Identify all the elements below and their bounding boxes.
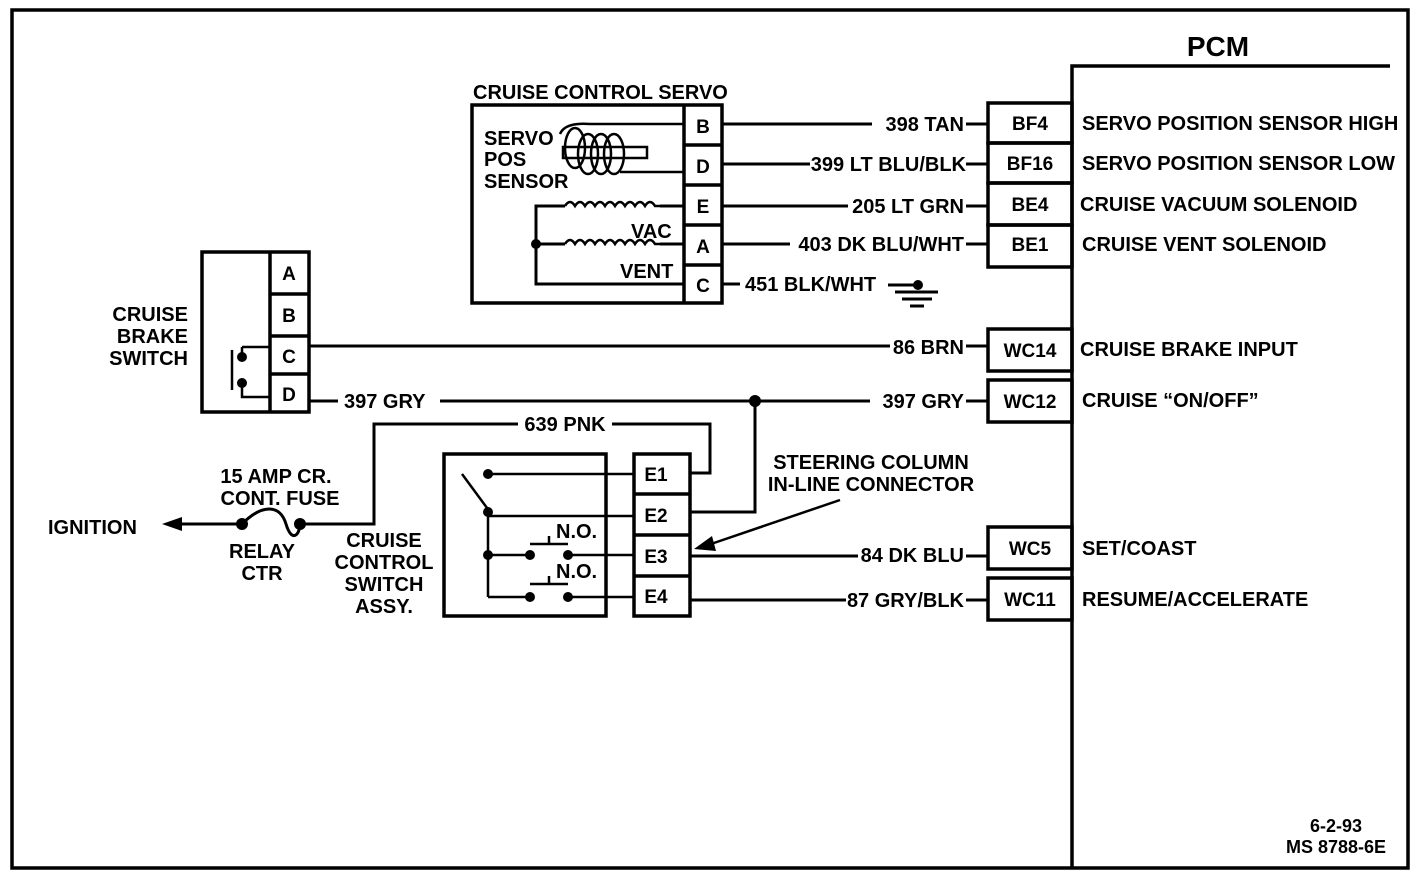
brake-pin-label: B [282,306,296,327]
pcm-pin-wc14: WC14 [986,327,1074,373]
servo-wires: 398 TAN 399 LT BLU/BLK 205 LT GRN 403 DK… [722,114,988,308]
pcm-pin-label: BF16 [1007,154,1053,175]
position-sensor-coil-icon [558,122,684,176]
wire-label: 84 DK BLU [861,545,964,567]
switch-assy-label: CRUISE [346,530,422,552]
servo-pin-label: B [696,117,710,138]
pcm-function-label: RESUME/ACCELERATE [1082,589,1308,611]
connector-callout-label: STEERING COLUMN [773,452,969,474]
fuse-icon [240,507,302,537]
cruise-control-switch-assy: CRUISE CONTROL SWITCH ASSY. N.O. N.O. [335,452,692,618]
wire-label: 397 GRY [882,391,964,413]
pcm-function-label: SET/COAST [1082,538,1196,560]
pcm-pin-be1: BE1 [986,223,1074,269]
pcm-pin-label: BE1 [1012,235,1049,256]
connector-pin-label: E4 [644,587,668,608]
fuse-location-label: RELAY [229,541,296,563]
pcm-pin-wc12: WC12 [986,378,1074,424]
servo-pin-label: D [696,157,710,178]
brake-switch-contact-icon [230,345,270,399]
pcm-pin-bf16: BF16 [986,141,1074,185]
fuse-location-label: CTR [241,563,283,585]
pcm-module: PCM BF4 BF16 BE4 BE1 WC14 WC12 WC [986,31,1398,868]
servo-pin-label: A [696,237,710,258]
pcm-function-label: CRUISE VACUUM SOLENOID [1080,194,1357,216]
brake-switch-label: BRAKE [117,326,188,348]
pcm-pin-be4: BE4 [986,181,1074,227]
wire-label: 397 GRY [344,391,426,413]
brake-switch-label: CRUISE [112,304,188,326]
connector-callout: STEERING COLUMN IN-LINE CONNECTOR [694,452,975,551]
switch-assy-label: ASSY. [355,596,413,618]
servo-pin-label: C [696,276,710,297]
diagram-frame [10,8,1410,870]
servo-sensor-label: SENSOR [484,171,569,193]
wire-label: 403 DK BLU/WHT [798,234,964,256]
pcm-pin-wc11: WC11 [986,576,1074,622]
connector-pin-label: E2 [644,506,667,527]
wire-label: 398 TAN [885,114,964,136]
switch-assy-label: CONTROL [335,552,434,574]
connector-callout-label: IN-LINE CONNECTOR [768,474,975,496]
pcm-title: PCM [1187,31,1249,62]
no-contact-label: N.O. [556,521,597,543]
servo-pin-label: E [697,197,710,218]
ignition-label: IGNITION [48,517,137,539]
wire-label: 399 LT BLU/BLK [811,154,967,176]
servo-vent-label: VENT [620,261,673,283]
no-contact-label: N.O. [556,561,597,583]
pcm-pin-label: BE4 [1012,195,1049,216]
pcm-pin-label: WC11 [1004,590,1056,611]
wire-label: 87 GRY/BLK [847,590,965,612]
wire-label: 205 LT GRN [852,196,964,218]
brake-pin-label: D [282,385,296,406]
connector-pin-label: E3 [644,547,667,568]
brake-pin-label: C [282,347,296,368]
wire-label: 639 PNK [524,414,606,436]
pcm-pin-bf4: BF4 [986,101,1074,145]
fuse-label: CONT. FUSE [221,488,340,510]
splice-dot [531,239,541,249]
servo-vac-label: VAC [631,221,672,243]
cruise-control-servo: CRUISE CONTROL SERVO B D E A C SERVO POS… [470,82,728,305]
brake-pin-label: A [282,264,296,285]
brake-switch-wires: 86 BRN 397 GRY 397 GRY [309,337,988,514]
wire-label: 86 BRN [893,337,964,359]
ignition-fuse-circuit: IGNITION 15 AMP CR. CONT. FUSE RELAY CTR… [48,414,712,585]
footer-code: MS 8788-6E [1286,837,1386,857]
ground-icon [888,280,938,308]
pcm-function-label: CRUISE VENT SOLENOID [1082,234,1326,256]
switch-wires: 84 DK BLU 87 GRY/BLK [690,545,988,612]
fuse-label: 15 AMP CR. [220,466,331,488]
pcm-pin-label: WC5 [1009,539,1052,560]
servo-title: CRUISE CONTROL SERVO [473,82,728,104]
pcm-function-label: SERVO POSITION SENSOR HIGH [1082,113,1398,135]
pcm-function-label: SERVO POSITION SENSOR LOW [1082,153,1395,175]
connector-pin-label: E1 [644,465,668,486]
switch-contacts-icon [460,469,634,602]
pcm-pin-label: WC12 [1004,392,1057,413]
servo-sensor-label: SERVO [484,128,554,150]
pcm-pin-label: WC14 [1004,341,1057,362]
switch-assy-label: SWITCH [345,574,424,596]
steering-column-connector: E1 E2 E3 E4 [632,452,692,618]
arrow-icon [694,536,716,551]
pcm-function-label: CRUISE “ON/OFF” [1082,390,1259,412]
pcm-pin-wc5: WC5 [986,525,1074,571]
arrow-left-icon [162,517,242,531]
servo-sensor-label: POS [484,149,526,171]
pcm-pin-label: BF4 [1012,114,1048,135]
wire-label: 451 BLK/WHT [745,274,876,296]
pcm-function-label: CRUISE BRAKE INPUT [1080,339,1298,361]
brake-switch-label: SWITCH [109,348,188,370]
footer-date: 6-2-93 [1310,816,1362,836]
cruise-brake-switch: CRUISE BRAKE SWITCH A B C D [109,250,311,414]
